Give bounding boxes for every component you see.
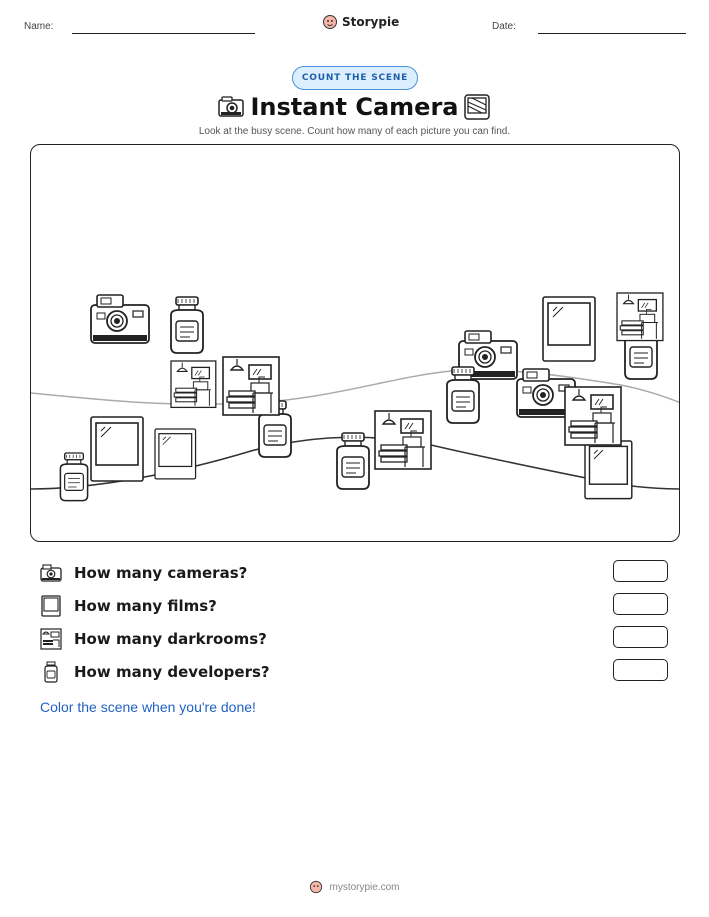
title-camera-icon xyxy=(217,94,245,124)
film-icon xyxy=(40,595,62,617)
brand-name: Storypie xyxy=(342,15,400,29)
date-line[interactable] xyxy=(538,33,686,34)
answer-box-darkrooms[interactable] xyxy=(613,626,668,648)
scene-developer-1 xyxy=(170,296,204,354)
site-url[interactable]: mystorypie.com xyxy=(329,881,400,893)
scene-film-2 xyxy=(154,428,197,480)
scene-darkroom-4 xyxy=(564,386,622,446)
activity-badge: COUNT THE SCENE xyxy=(292,66,418,90)
busy-scene[interactable] xyxy=(30,144,680,542)
scene-developer-2 xyxy=(59,452,89,502)
camera-icon xyxy=(40,562,62,584)
scene-film-1 xyxy=(90,416,144,482)
scene-darkroom-1 xyxy=(170,360,217,409)
darkroom-icon xyxy=(40,628,62,650)
question-text: How many developers? xyxy=(74,663,270,681)
name-label: Name: xyxy=(24,21,54,32)
page-title: Instant Camera xyxy=(250,93,459,121)
scene-darkroom-5 xyxy=(616,292,664,342)
scene-darkroom-3 xyxy=(374,410,432,470)
question-darkrooms: How many darkrooms? xyxy=(40,625,680,653)
scene-developer-4 xyxy=(336,432,370,490)
developer-bottle-icon xyxy=(40,661,62,683)
scene-film-4 xyxy=(584,440,633,500)
question-films: How many films? xyxy=(40,592,680,620)
back-hill-line xyxy=(31,369,679,406)
question-text: How many darkrooms? xyxy=(74,630,267,648)
answer-box-developers[interactable] xyxy=(613,659,668,681)
question-cameras: How many cameras? xyxy=(40,559,680,587)
question-text: How many cameras? xyxy=(74,564,248,582)
name-line[interactable] xyxy=(72,33,255,34)
color-instruction: Color the scene when you're done! xyxy=(40,699,256,715)
question-text: How many films? xyxy=(74,597,217,615)
scene-film-3 xyxy=(542,296,596,362)
scene-darkroom-2 xyxy=(222,356,280,416)
instructions: Look at the busy scene. Count how many o… xyxy=(198,126,511,137)
title-film-icon xyxy=(463,93,491,125)
answer-box-films[interactable] xyxy=(613,593,668,615)
scene-camera-1 xyxy=(90,294,150,344)
date-label: Date: xyxy=(492,21,516,32)
storypie-mascot-icon xyxy=(323,15,337,29)
brand-logo: Storypie xyxy=(322,14,399,30)
answer-box-cameras[interactable] xyxy=(613,560,668,582)
question-developers: How many developers? xyxy=(40,658,680,686)
storypie-mascot-icon xyxy=(310,880,323,894)
site-footer: mystorypie.com xyxy=(0,880,709,894)
